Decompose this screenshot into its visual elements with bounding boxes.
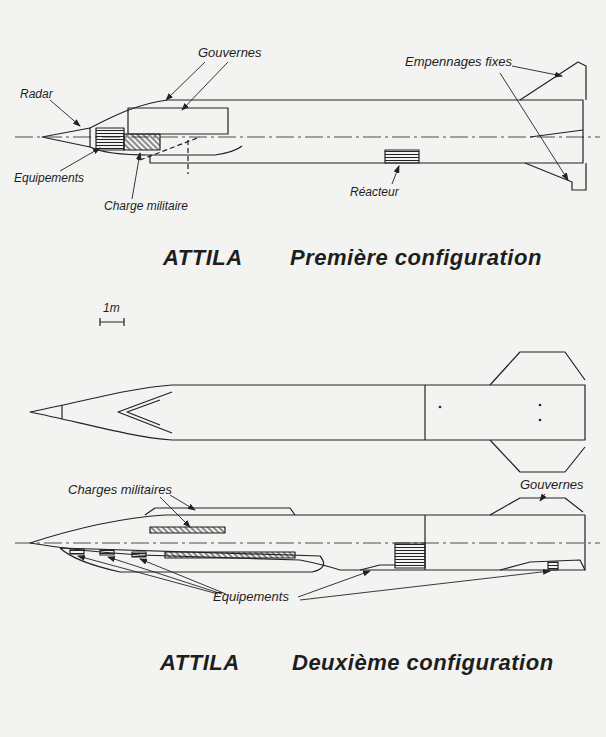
ventral-step — [360, 565, 395, 570]
ventral-pod — [60, 548, 324, 572]
control-fin — [490, 440, 585, 472]
engine — [395, 543, 425, 568]
caption-text: ATTILA — [163, 246, 243, 270]
part-label: Empennages fixes — [405, 55, 512, 69]
warhead — [150, 527, 225, 533]
dorsal-hump — [145, 508, 295, 515]
part-label: Equipements — [14, 172, 84, 185]
radome-seam — [61, 405, 62, 419]
intake-line — [118, 392, 172, 433]
tail-fin — [520, 62, 586, 100]
tail-fin — [525, 163, 586, 190]
control-bay — [128, 108, 228, 134]
fuselage-top-view — [30, 385, 585, 440]
section-line — [424, 385, 425, 440]
equipment-bay — [548, 562, 558, 570]
part-label: Gouvernes — [520, 478, 584, 492]
engine — [385, 150, 419, 163]
equipment-bay — [100, 550, 114, 555]
caption-text: ATTILA — [160, 651, 240, 675]
axis-line — [15, 543, 600, 544]
scale-label: 1m — [103, 302, 120, 315]
dashed-line — [187, 140, 188, 174]
part-label: Charges militaires — [68, 483, 172, 497]
caption-text: Deuxième configuration — [292, 651, 554, 675]
intake-line — [127, 400, 160, 425]
fuselage — [90, 100, 583, 163]
control-fin — [490, 498, 583, 515]
fuselage-side-view — [30, 515, 585, 570]
dots — [439, 404, 542, 422]
leader-lines — [50, 62, 568, 199]
warhead — [124, 134, 160, 150]
part-label: Equipements — [213, 590, 289, 604]
equipment-bay — [70, 549, 84, 554]
control-fin — [490, 352, 585, 385]
part-label: Réacteur — [350, 186, 399, 199]
caption-text: Première configuration — [290, 246, 542, 270]
leader-lines — [78, 494, 550, 600]
equipment-bay — [132, 552, 146, 557]
radar-cone — [42, 128, 90, 147]
ventral-fin — [500, 560, 585, 570]
scale-bar — [100, 318, 124, 326]
part-label: Radar — [20, 88, 53, 101]
part-label: Charge militaire — [104, 200, 188, 213]
part-label: Gouvernes — [198, 46, 262, 60]
dashed-line — [140, 137, 200, 160]
equipment-bay — [96, 128, 124, 150]
warhead — [165, 552, 295, 558]
